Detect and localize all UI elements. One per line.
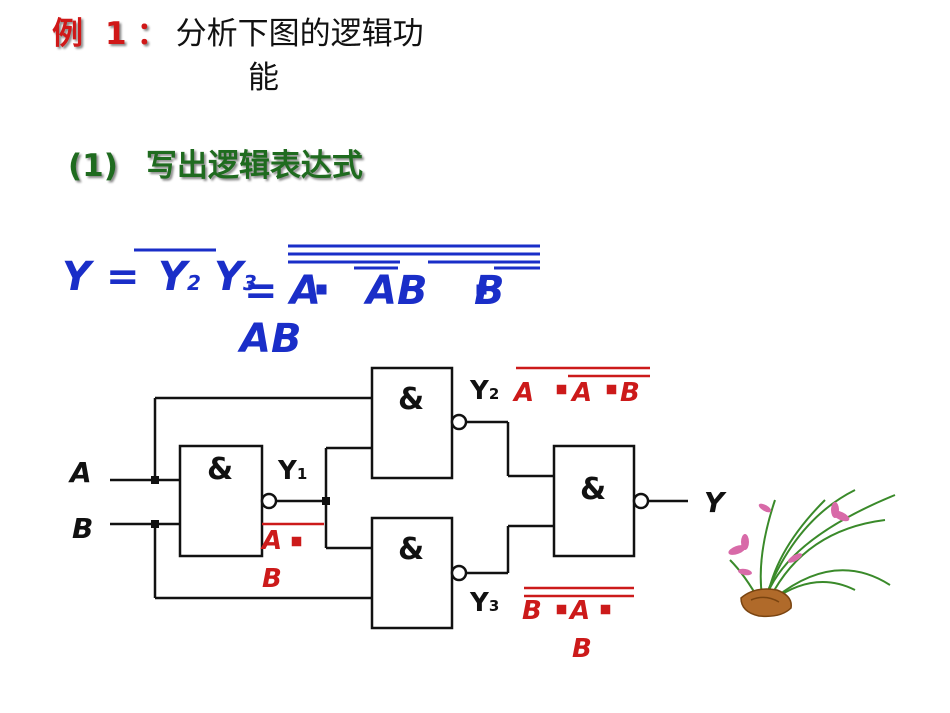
y1-expr-a: A (262, 526, 283, 556)
y2-dot-1 (556, 384, 567, 395)
expr-y3-subscript: 3 (242, 271, 257, 295)
y2-label: Y2 (470, 376, 500, 406)
orchid-decoration (728, 489, 896, 618)
y1-dot (291, 536, 302, 547)
title-text: 分析下图的逻辑功 (175, 16, 424, 52)
output-y-label: Y (704, 486, 725, 519)
expr-y: Y (62, 254, 91, 300)
expr-term-a: A (290, 268, 321, 314)
y2-expr-a: A (514, 378, 535, 408)
y3-label: Y3 (470, 588, 500, 618)
dot-2 (476, 284, 487, 295)
input-a-label: A (70, 456, 92, 489)
expr-term-ab-line2: AB (240, 316, 302, 362)
y3-dot-2 (600, 604, 611, 615)
title-text-line2: 能 (248, 60, 279, 96)
example-number: 1 (105, 16, 127, 52)
inversion-bubble-4 (632, 492, 650, 510)
expr-y3: Y3 (214, 254, 257, 300)
expr-y2-subscript: 2 (186, 271, 201, 295)
y2-expr-inner-b: B (620, 378, 640, 408)
title-colon: ： (136, 16, 168, 52)
expr-equals: = (106, 254, 140, 300)
input-b-label: B (72, 512, 94, 545)
y3-expr-inner-b: B (572, 634, 592, 664)
gate2-symbol: & (398, 382, 425, 417)
junction-y1 (322, 497, 330, 505)
gate1-symbol: & (207, 452, 234, 487)
y3-dot-1 (556, 604, 567, 615)
step-number: (1) (68, 148, 118, 184)
expr-term-ab: AB (366, 268, 428, 314)
inversion-bubble-2 (450, 413, 468, 431)
y1-label: Y1 (278, 456, 308, 486)
step-heading: (1) 写出逻辑表达式 (68, 140, 363, 185)
expr-equals-2: = (244, 268, 278, 314)
step-text: 写出逻辑表达式 (145, 148, 363, 184)
junction-b (151, 520, 159, 528)
inversion-bubble-1 (260, 492, 278, 510)
dot-1 (316, 284, 327, 295)
gate4-symbol: & (580, 472, 607, 507)
y3-expr-inner-a: A (570, 596, 591, 626)
junction-a (151, 476, 159, 484)
example-label: 例 (52, 16, 83, 52)
y2-expr-inner-a: A (572, 378, 593, 408)
y3-expr-b: B (522, 596, 542, 626)
expr-y2: Y2 (158, 254, 201, 300)
inversion-bubble-3 (450, 564, 468, 582)
y1-expr-b: B (262, 564, 282, 594)
y2-dot-2 (606, 384, 617, 395)
gate3-symbol: & (398, 532, 425, 567)
